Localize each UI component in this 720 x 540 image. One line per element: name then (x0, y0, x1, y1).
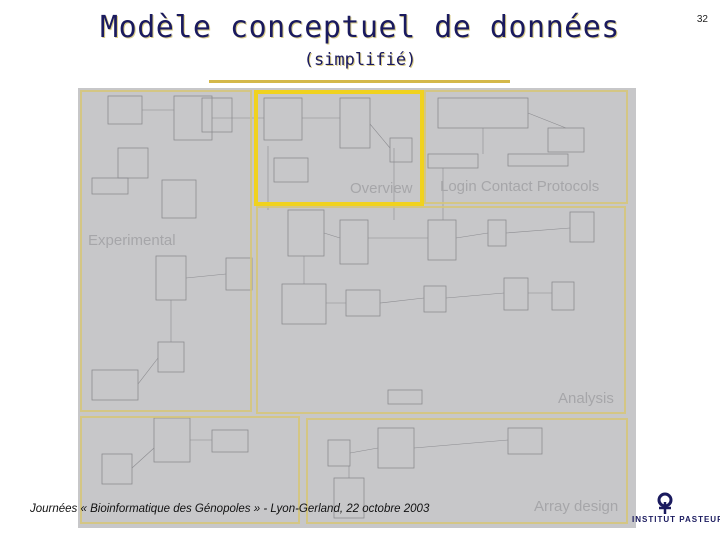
region-bottom-left (80, 416, 300, 524)
region-array-design (306, 418, 628, 524)
slide-title: Modèle conceptuel de données (100, 10, 620, 45)
region-label-overview: Overview (350, 180, 413, 197)
region-label-analysis: Analysis (558, 390, 614, 407)
page-number: 32 (696, 14, 708, 25)
region-login-contact-protocols (424, 90, 628, 204)
footer-caption: Journées « Bioinformatique des Génopoles… (30, 503, 430, 515)
title-underline (209, 80, 510, 83)
region-label-login-contact-protocols: Login Contact Protocols (440, 178, 600, 195)
region-label-experimental: Experimental (88, 232, 176, 249)
region-overview (254, 90, 424, 206)
region-experimental (80, 90, 252, 412)
slide-subtitle: (simplifié) (303, 50, 417, 70)
institute-logo-text: INSTITUT PASTEUR (632, 515, 720, 524)
entity-boxes-layer (91, 95, 595, 519)
region-analysis (256, 206, 626, 414)
data-model-diagram: Experimental Overview Login Contact Prot… (78, 88, 636, 528)
region-label-array-design: Array design (534, 498, 619, 515)
pasteur-logo-icon (657, 492, 673, 514)
